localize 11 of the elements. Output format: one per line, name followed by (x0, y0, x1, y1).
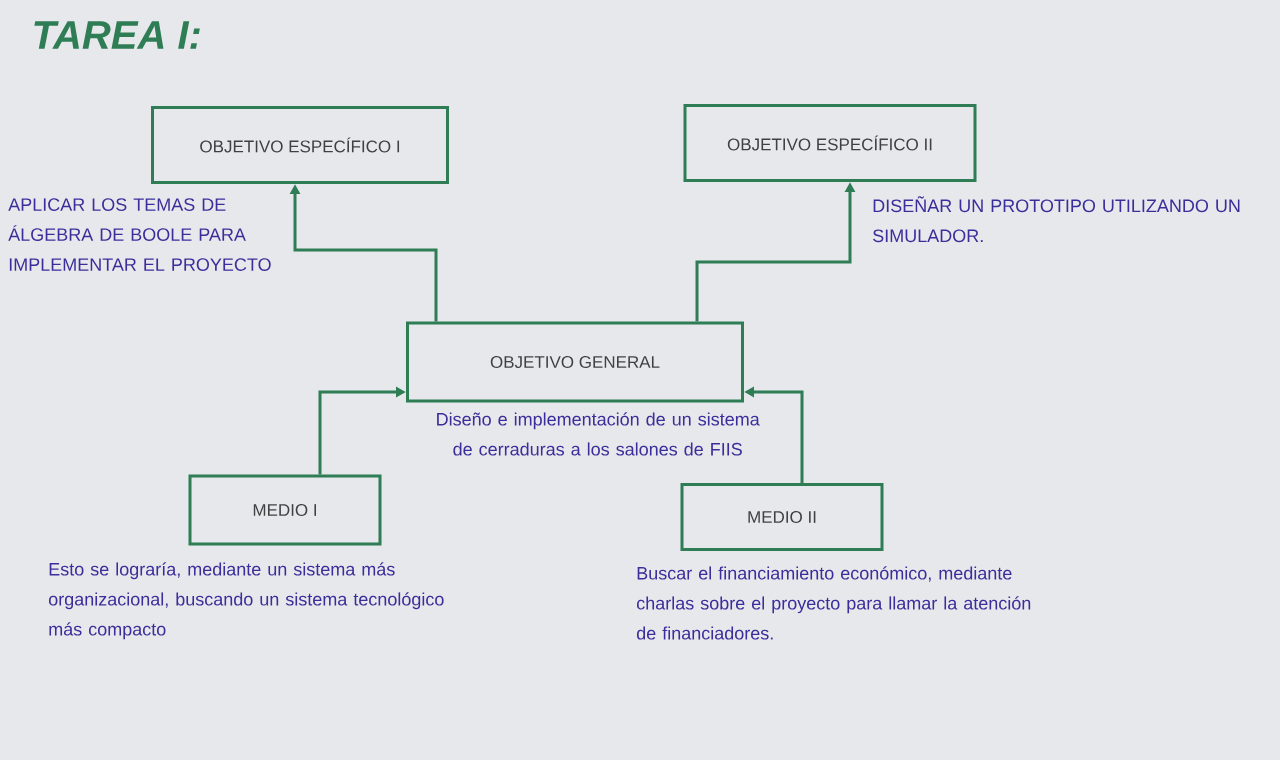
description-text: Esto se lograría, mediante un sistema más organizacional, buscando un sistema tecnológico más compacto (48, 562, 444, 640)
objective-box: OBJETIVO GENERAL (406, 321, 744, 403)
description-text: Buscar el financiamiento económico, mediante charlas sobre el proyecto para llamar la atención de financiadores. (636, 566, 1031, 640)
objective-box: OBJETIVO ESPECÍFICO I (151, 106, 449, 184)
objective-box: OBJETIVO ESPECÍFICO II (683, 104, 977, 182)
description-text: DISEÑAR UN PROTOTIPO UTILIZANDO UN SIMULADOR. (873, 196, 1240, 243)
objective-box: MEDIO I (188, 474, 382, 546)
title: TAREA I: (34, 21, 200, 49)
objective-box: MEDIO II (680, 483, 884, 551)
description-text: APLICAR LOS TEMAS DE ÁLGEBRA DE BOOLE PARA IMPLEMENTAR EL PROYECTO (8, 198, 271, 271)
description-text: Diseño e implementación de un sistema de cerraduras a los salones de FIIS (437, 412, 760, 456)
